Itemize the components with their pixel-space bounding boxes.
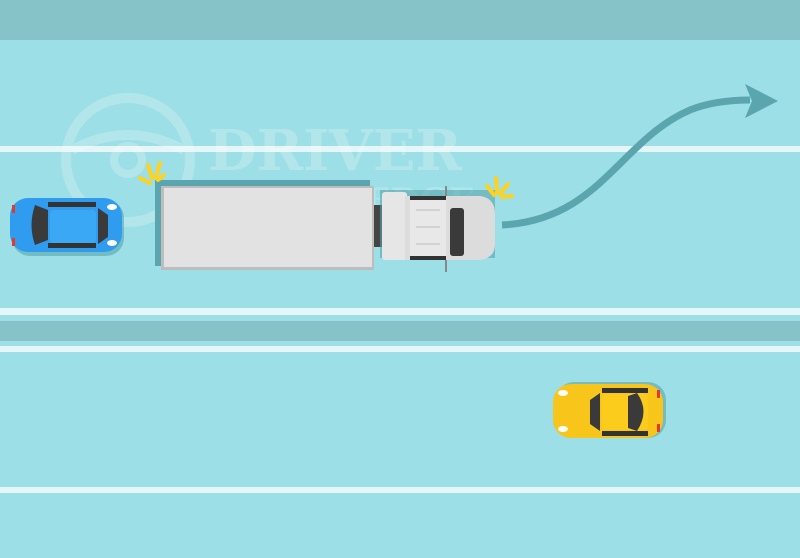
svg-text:DRIVER: DRIVER xyxy=(208,118,462,184)
blue-car xyxy=(10,198,124,256)
arrow-head-icon xyxy=(745,84,778,118)
turn-signal-flash-icon xyxy=(485,176,514,199)
top-shoulder xyxy=(0,0,800,40)
lane-line xyxy=(0,308,800,315)
truck xyxy=(155,180,495,272)
median xyxy=(0,321,800,341)
turn-signal-flash-icon xyxy=(138,161,166,185)
lane-line xyxy=(0,487,800,493)
lane-change-arrow xyxy=(501,96,751,229)
lane-line xyxy=(0,346,800,352)
yellow-car xyxy=(553,382,666,438)
lane-line xyxy=(0,146,800,152)
